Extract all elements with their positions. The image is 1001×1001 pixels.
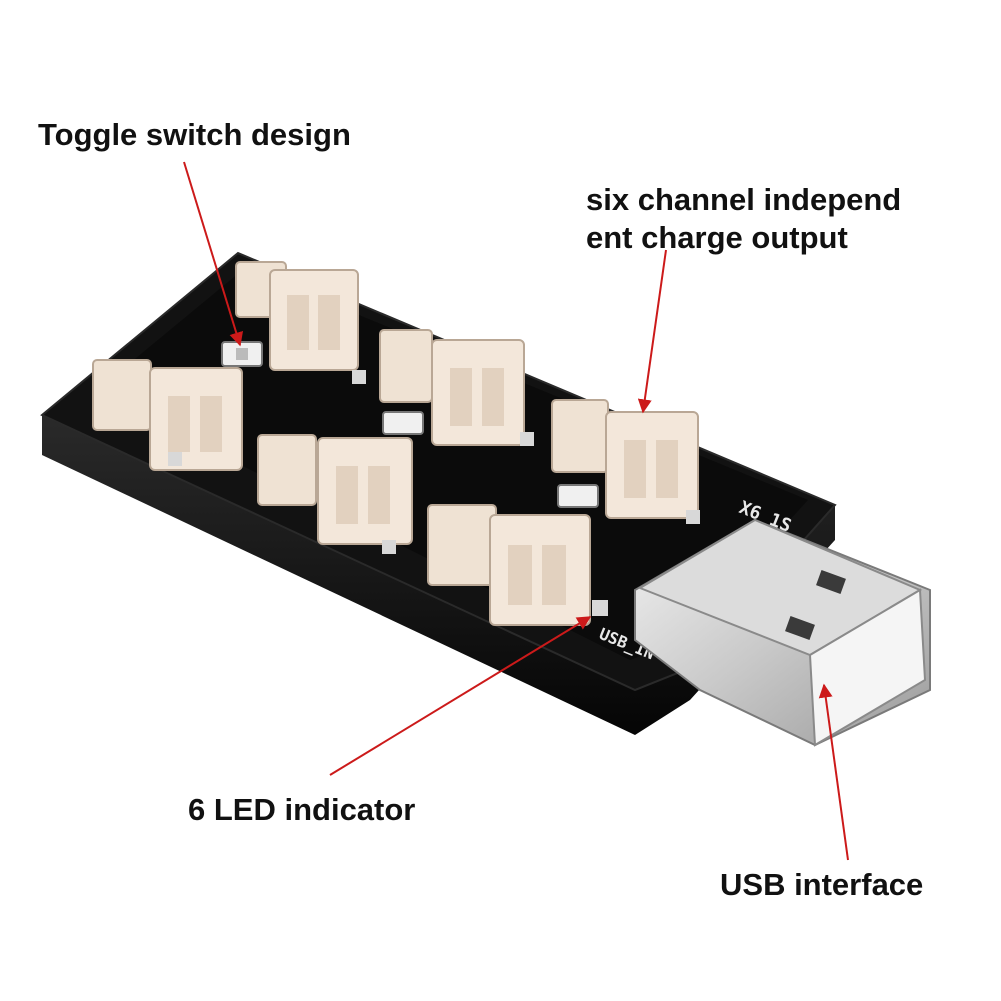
charge-port-3 [551,399,699,519]
usb-arrow [818,683,849,861]
channel-arrow [637,249,667,414]
led [520,432,534,446]
led-indicators [168,370,700,616]
callout-six-channel-line1: six channel independ [586,182,902,217]
charge-port-4 [92,359,243,471]
led [686,510,700,524]
toggle-switch [382,411,424,435]
charge-port-6 [427,504,591,626]
charge-port-5 [257,434,413,545]
callout-six-channel-line2: ent charge output [586,220,848,255]
annotation-arrows [183,161,849,861]
charge-port-1 [235,261,359,371]
usb-plug [634,518,931,747]
led [168,452,182,466]
callout-toggle-switch: Toggle switch design [38,117,351,152]
led [592,600,608,616]
connector-row [92,261,699,626]
led [352,370,366,384]
charge-port-2 [379,329,525,446]
toggle-arrow [183,161,244,347]
led-arrow [329,616,592,776]
callout-led-indicator: 6 LED indicator [188,792,416,827]
toggle-switch [557,484,599,508]
callout-usb-interface: USB interface [720,867,924,902]
led [382,540,396,554]
